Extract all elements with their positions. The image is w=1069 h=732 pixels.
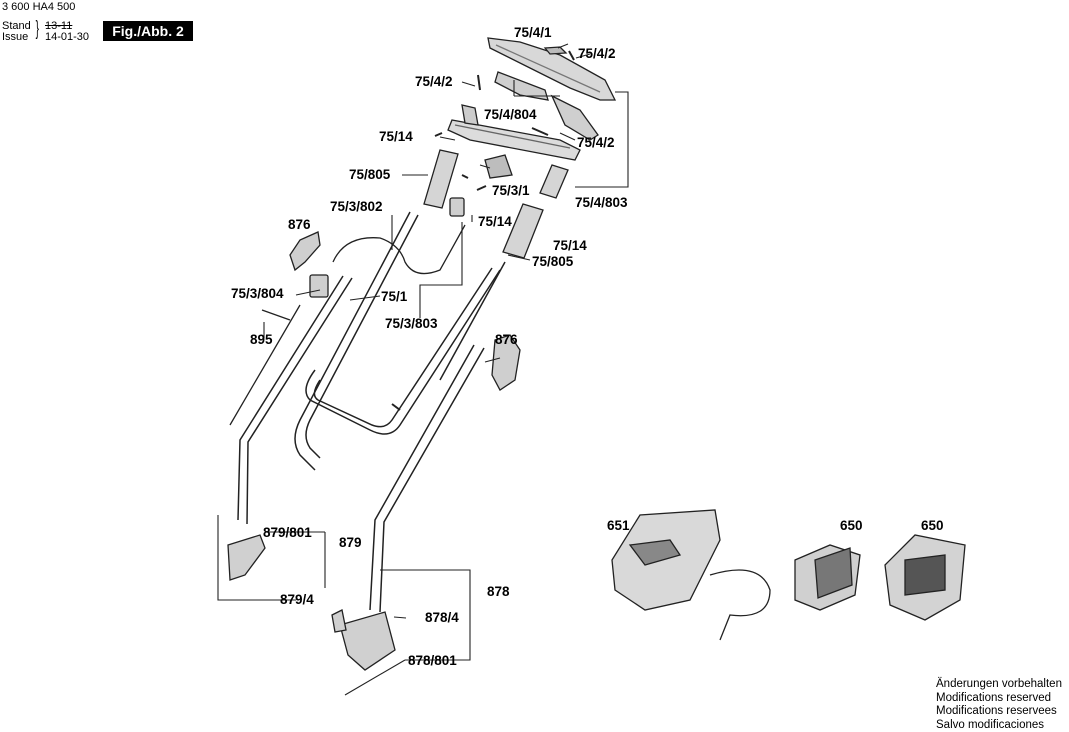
label-878-801: 878/801 (408, 653, 457, 668)
footer-line-fr: Modifications reservees (936, 705, 1062, 719)
label-75-4-2-top: 75/4/2 (578, 46, 616, 61)
label-75-14-c: 75/14 (553, 238, 587, 253)
label-75-4-2-right: 75/4/2 (577, 135, 615, 150)
footer-line-de: Änderungen vorbehalten (936, 678, 1062, 692)
label-876-b: 876 (495, 332, 518, 347)
label-75-4-1: 75/4/1 (514, 25, 552, 40)
handle-frame-tubes (238, 212, 505, 612)
label-878-4: 878/4 (425, 610, 459, 625)
label-651: 651 (607, 518, 630, 533)
footer-notice: Änderungen vorbehalten Modifications res… (936, 678, 1062, 732)
label-75-4-2-left: 75/4/2 (415, 74, 453, 89)
label-876-a: 876 (288, 217, 311, 232)
label-75-14-b: 75/14 (478, 214, 512, 229)
battery-packs (795, 535, 965, 620)
label-879-4: 879/4 (280, 592, 314, 607)
label-75-3-1: 75/3/1 (492, 183, 530, 198)
label-895: 895 (250, 332, 273, 347)
battery-charger (612, 510, 770, 640)
footer-line-en: Modifications reserved (936, 692, 1062, 706)
label-75-3-802: 75/3/802 (330, 199, 383, 214)
label-75-4-804: 75/4/804 (484, 107, 537, 122)
footer-line-es: Salvo modificaciones (936, 719, 1062, 732)
label-879: 879 (339, 535, 362, 550)
screws-and-pins (392, 51, 574, 410)
label-650-b: 650 (921, 518, 944, 533)
label-878: 878 (487, 584, 510, 599)
label-75-3-803: 75/3/803 (385, 316, 438, 331)
label-75-805-left: 75/805 (349, 167, 391, 182)
label-75-4-803: 75/4/803 (575, 195, 628, 210)
label-879-801: 879/801 (263, 525, 312, 540)
label-650-a: 650 (840, 518, 863, 533)
label-75-1: 75/1 (381, 289, 408, 304)
label-75-805-right: 75/805 (532, 254, 574, 269)
label-75-3-804: 75/3/804 (231, 286, 284, 301)
label-75-14-a: 75/14 (379, 129, 413, 144)
